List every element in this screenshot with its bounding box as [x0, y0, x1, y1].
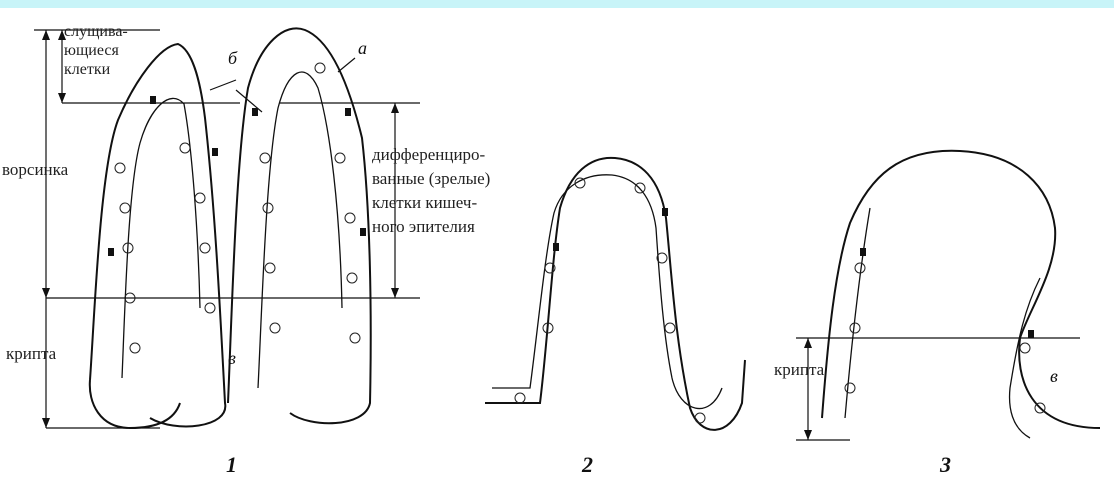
figure-number-1: 1	[226, 452, 237, 478]
diagram-svg	[0, 8, 1114, 481]
arrowhead-sloughing-bottom	[58, 93, 66, 103]
diagram-frame: слущива- ющиеся клетки ворсинка крипта д…	[0, 8, 1114, 481]
arrowhead-mature-top	[391, 103, 399, 113]
label-sloughing-3: клетки	[64, 60, 110, 79]
label-crypt-1: крипта	[6, 344, 56, 363]
b-pointer	[210, 80, 236, 90]
figure-3-epithelium-left	[845, 208, 870, 418]
label-differentiated-2: ванные (зрелые)	[372, 169, 490, 188]
villus-1-left-inner	[122, 98, 200, 378]
arrowhead-top	[42, 30, 50, 40]
letter-a: а	[358, 38, 367, 59]
label-villus: ворсинка	[2, 160, 68, 179]
arrowhead-fig3-top	[804, 338, 812, 348]
a-pointer	[338, 58, 355, 72]
figure-3-outline	[822, 151, 1100, 428]
crypt-1-bottom	[90, 380, 180, 428]
b-pointer-2	[236, 90, 262, 112]
arrowhead-fig3-bottom	[804, 430, 812, 440]
figure-2-outer	[485, 158, 745, 430]
label-sloughing-1: слущива-	[64, 22, 128, 41]
letter-b: б	[228, 48, 237, 69]
label-differentiated-3: клетки кишеч-	[372, 193, 477, 212]
villus-1-right-inner	[258, 72, 342, 388]
arrowhead-mature-bottom	[391, 288, 399, 298]
figure-number-3: 3	[940, 452, 951, 478]
arrowhead-villus-bottom	[42, 288, 50, 298]
label-differentiated-1: дифференциро-	[372, 145, 485, 164]
arrowhead-crypt-bottom	[42, 418, 50, 428]
figure-2-inner	[492, 175, 722, 409]
label-differentiated-4: ного эпителия	[372, 217, 475, 236]
label-sloughing-2: ющиеся	[64, 41, 119, 60]
letter-v-3: в	[1050, 366, 1058, 387]
villus-1-right-outline	[228, 28, 371, 423]
villus-1-left-outline	[90, 44, 225, 426]
letter-v-1: в	[228, 348, 236, 369]
label-crypt-3: крипта	[774, 360, 824, 379]
figure-number-2: 2	[582, 452, 593, 478]
